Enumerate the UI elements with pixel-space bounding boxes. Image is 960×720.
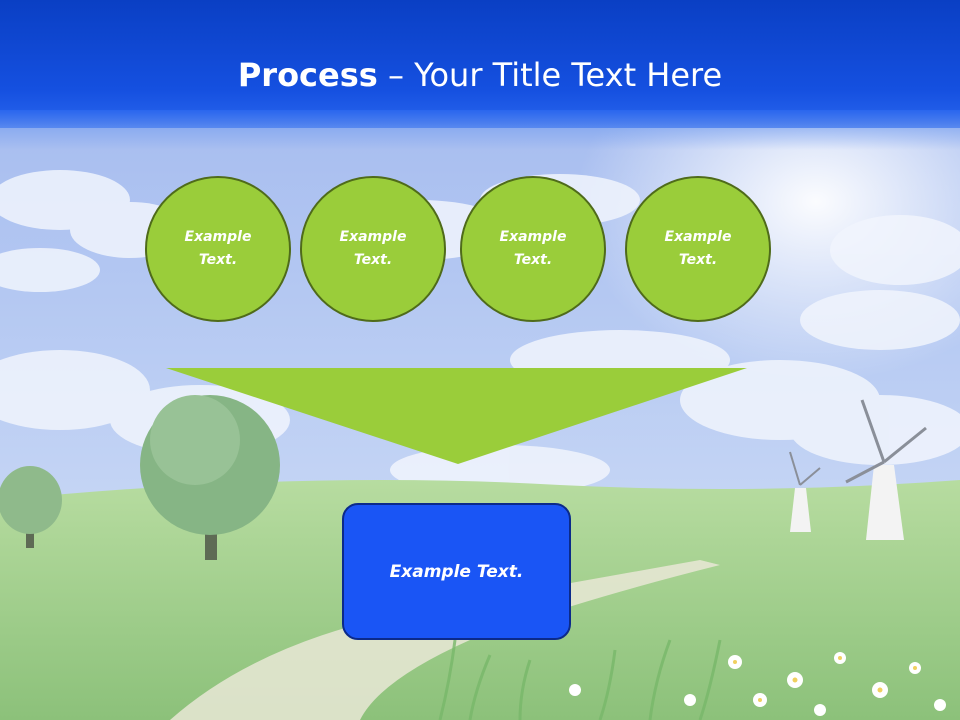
result-box-label: Example Text. — [390, 562, 524, 582]
result-box[interactable]: Example Text. — [342, 503, 571, 640]
